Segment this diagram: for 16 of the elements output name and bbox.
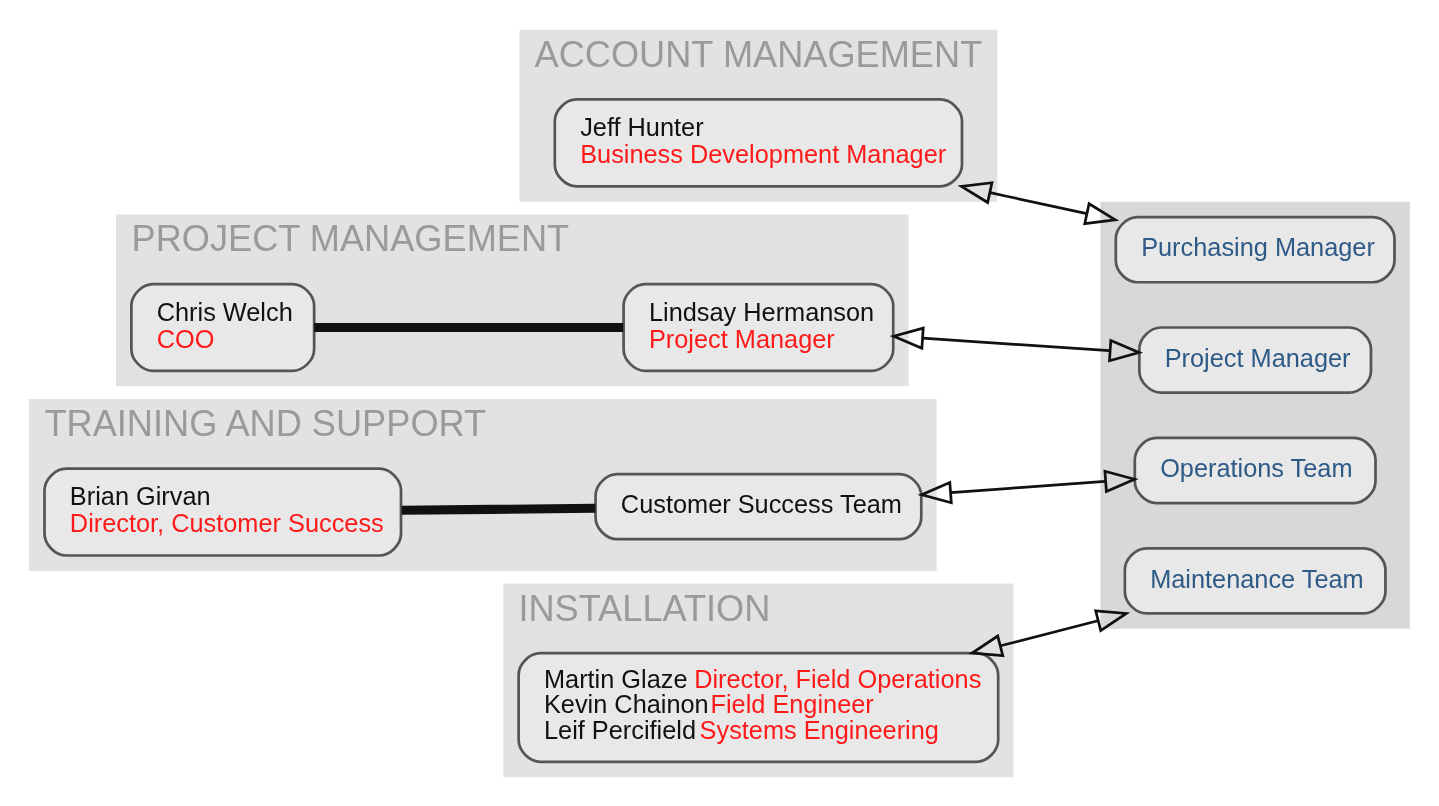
node-box: Project Manager <box>1137 325 1373 394</box>
node-box: Martin Glaze Director, Field Operations Kevin Chainon Field Engineer Leif Percifield Systems Engineering <box>517 651 1000 763</box>
node-box: Chris Welch COO <box>130 282 316 372</box>
node-box: Lindsay Hermanson Project Manager <box>622 282 895 372</box>
node-box: Maintenance Team <box>1123 546 1387 615</box>
node-box: Brian Girvan Director, Customer Success <box>43 466 403 557</box>
connector <box>401 503 596 515</box>
arrow <box>968 608 1131 657</box>
node-box: Purchasing Manager <box>1114 215 1396 284</box>
arrow <box>957 180 1120 225</box>
arrow <box>917 468 1139 505</box>
connector <box>314 322 624 332</box>
node-box: Operations Team <box>1133 436 1377 504</box>
node-box: Jeff Hunter Business Development Manager <box>553 97 964 188</box>
node-box: Customer Success Team <box>594 472 923 541</box>
arrow <box>889 325 1144 363</box>
